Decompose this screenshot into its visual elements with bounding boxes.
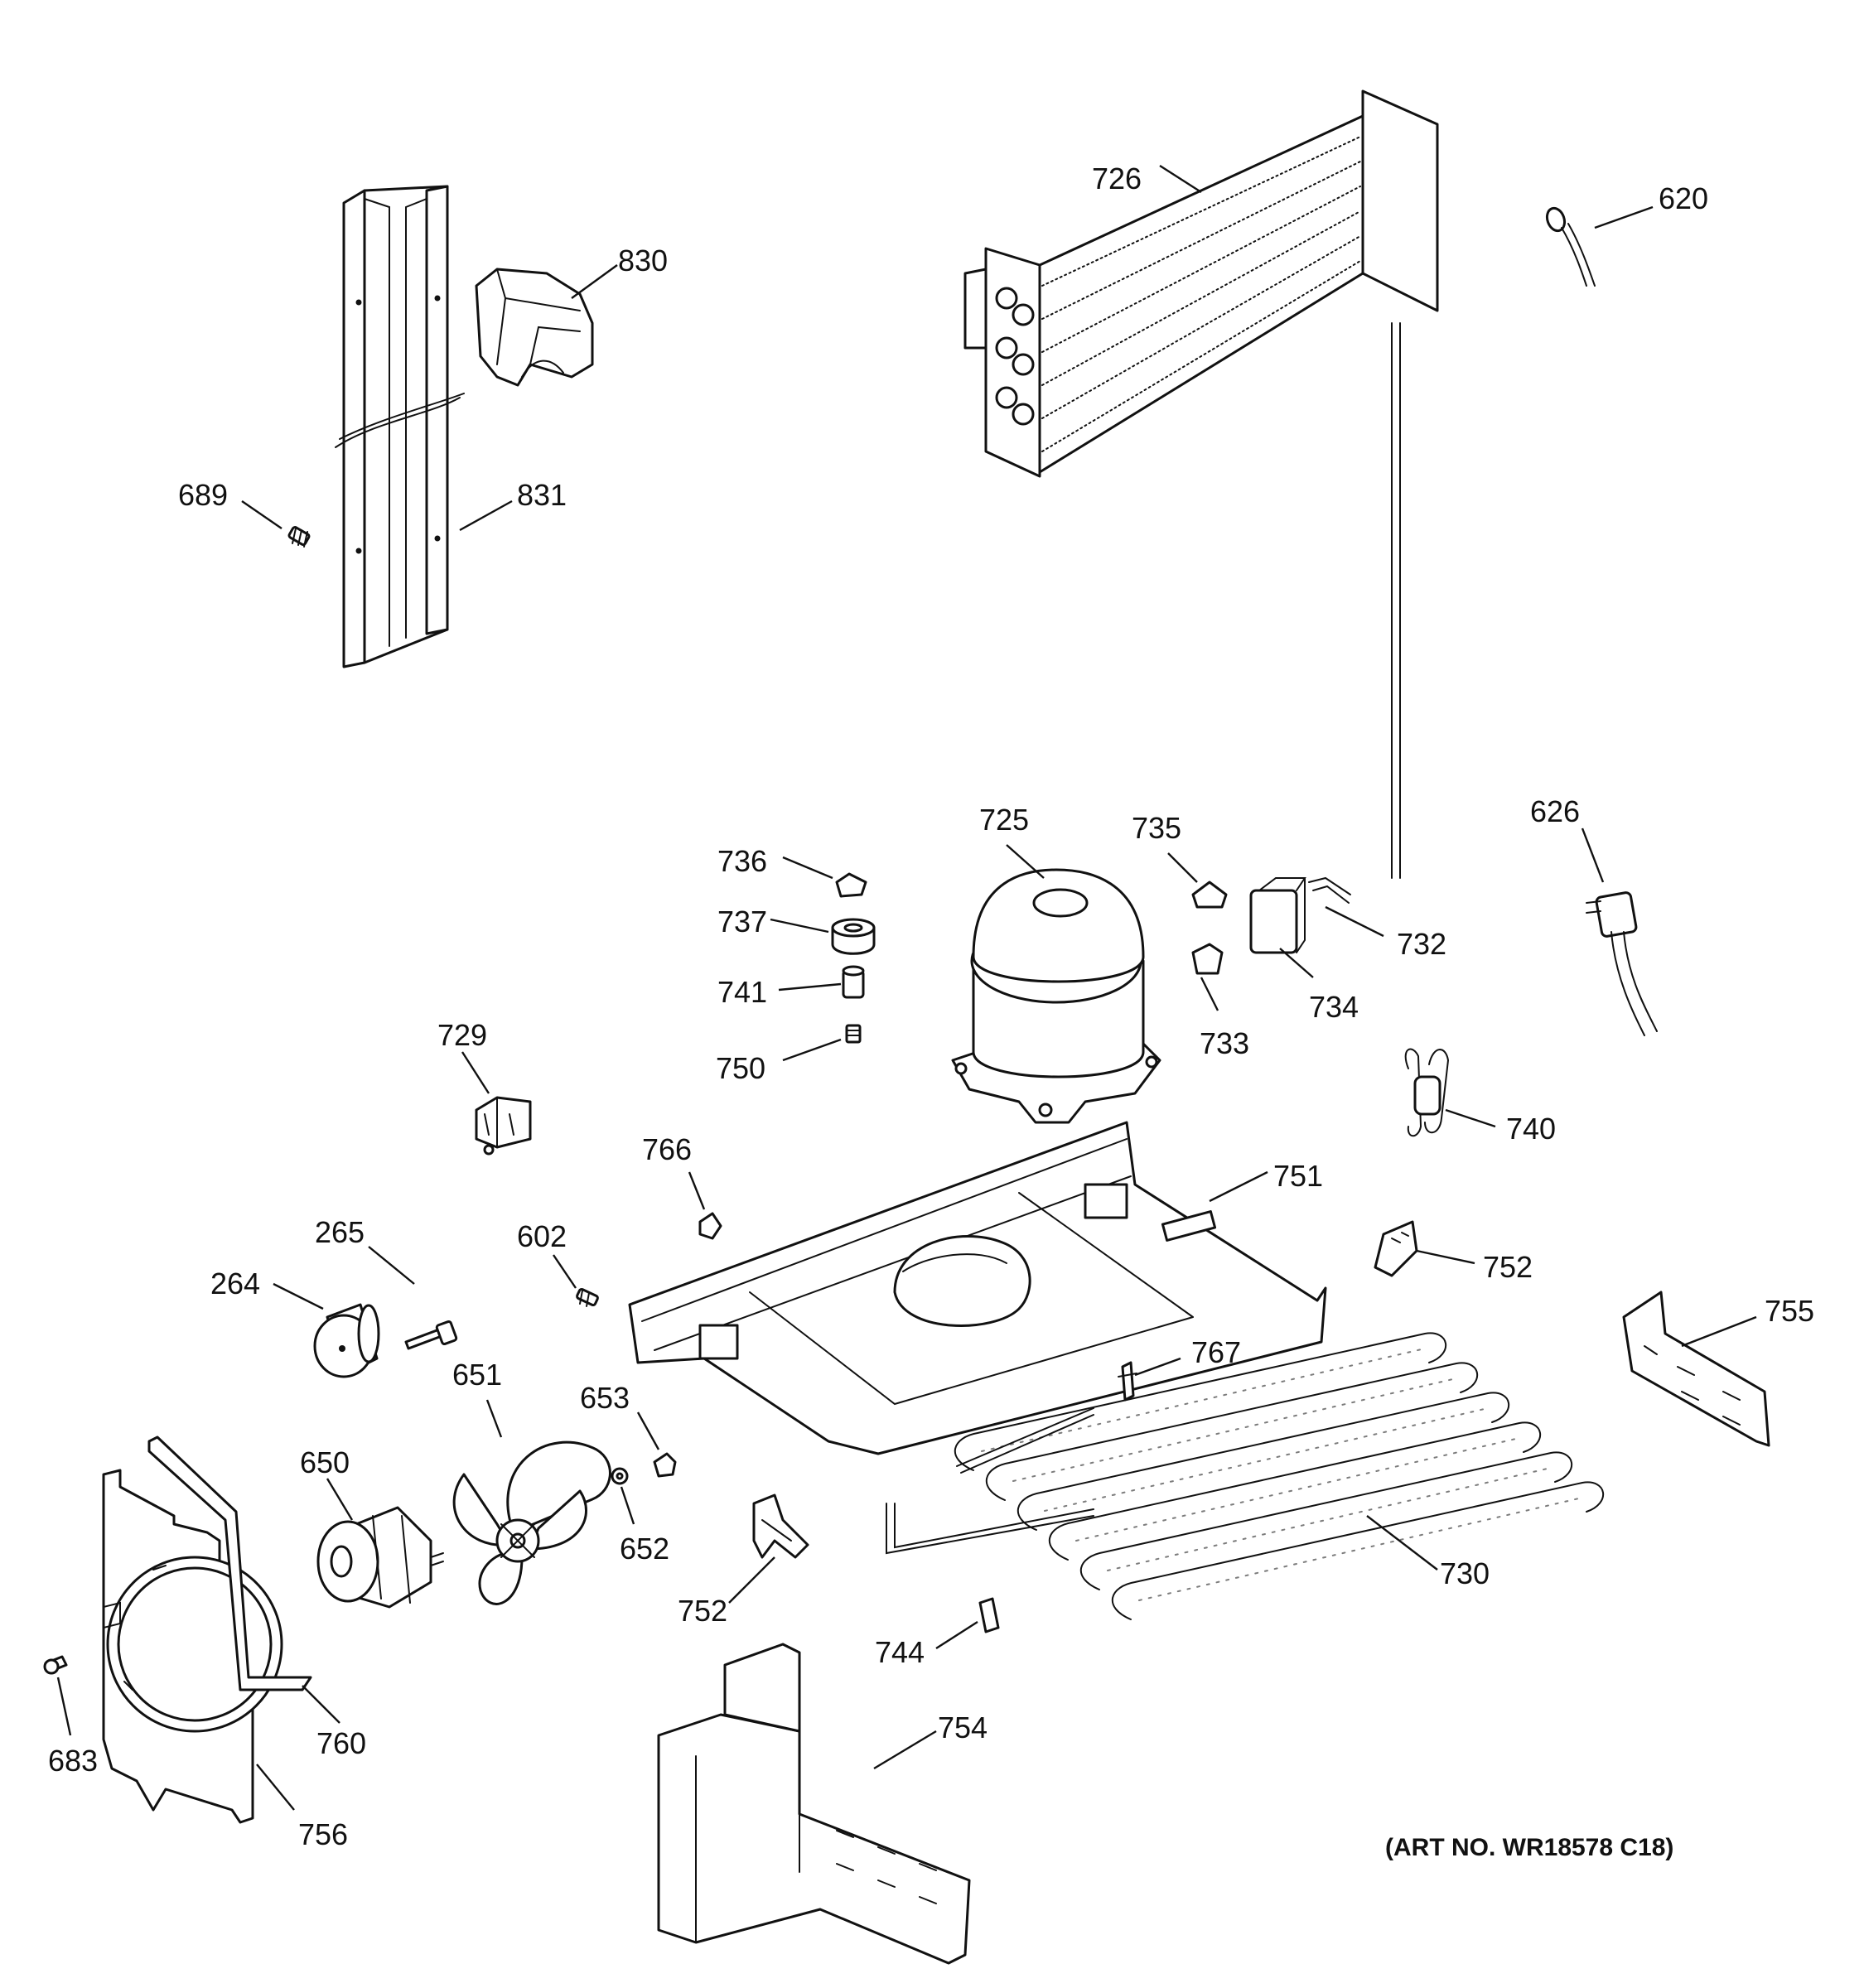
part-label-265: 265 — [315, 1215, 365, 1249]
part-label-725: 725 — [979, 803, 1029, 837]
bolt-265-drawing — [404, 1320, 458, 1350]
part-label-752-right: 752 — [1483, 1250, 1533, 1284]
relay-overload-drawing — [1191, 876, 1351, 975]
part-label-651: 651 — [452, 1358, 502, 1392]
part-label-650: 650 — [300, 1445, 350, 1479]
part-label-750: 750 — [716, 1051, 765, 1085]
screw-683-drawing — [43, 1655, 68, 1675]
part-label-741: 741 — [717, 975, 767, 1009]
bracket-752-right-drawing — [1374, 1220, 1418, 1277]
evaporator-drawing — [963, 89, 1439, 879]
base-plate-751-drawing — [628, 1121, 1327, 1455]
part-label-755: 755 — [1765, 1294, 1814, 1328]
part-label-744: 744 — [875, 1635, 925, 1669]
part-label-751: 751 — [1273, 1159, 1323, 1193]
mounting-grommet-set-drawing — [831, 872, 876, 1044]
clip-744-drawing — [978, 1597, 1000, 1633]
clip-766-drawing — [698, 1212, 722, 1240]
part-label-754: 754 — [938, 1711, 988, 1744]
screw-689-drawing — [287, 526, 311, 548]
fan-blade-651-drawing — [452, 1440, 611, 1605]
art-number: (ART NO. WR18578 C18) — [1385, 1834, 1673, 1861]
bracket-755-drawing — [1622, 1291, 1770, 1447]
part-label-726: 726 — [1092, 162, 1142, 195]
part-label-730: 730 — [1440, 1556, 1490, 1590]
fan-motor-650-drawing — [316, 1506, 444, 1609]
condenser-coil-730-drawing — [886, 1332, 1604, 1620]
power-cord-626-drawing — [1586, 891, 1658, 1036]
part-label-736: 736 — [717, 844, 767, 878]
mullion-channel-drawing — [335, 185, 465, 668]
part-label-734: 734 — [1309, 990, 1359, 1024]
part-label-766: 766 — [642, 1132, 692, 1166]
part-labels: 726 620 830 689 831 725 735 626 736 737 … — [48, 162, 1814, 1851]
wire-connector-620-drawing — [1545, 206, 1596, 287]
part-label-264: 264 — [210, 1267, 260, 1300]
gasket-strip-760-drawing — [147, 1436, 312, 1691]
fan-shroud-756-drawing — [102, 1469, 283, 1824]
part-label-735: 735 — [1132, 811, 1181, 845]
leader-lines — [56, 164, 1757, 1811]
part-label-653: 653 — [580, 1381, 630, 1415]
part-label-752-center: 752 — [678, 1594, 727, 1628]
duct-754-drawing — [657, 1643, 971, 1965]
part-label-831: 831 — [517, 478, 567, 512]
part-label-683: 683 — [48, 1744, 98, 1778]
compressor-drawing — [951, 868, 1161, 1124]
part-label-733: 733 — [1200, 1026, 1249, 1060]
screw-602-drawing — [576, 1287, 599, 1307]
drain-clip-740-drawing — [1404, 1048, 1450, 1137]
part-label-602: 602 — [517, 1219, 567, 1253]
nut-washer-drawing — [611, 1452, 677, 1485]
part-label-732: 732 — [1397, 927, 1446, 961]
part-label-737: 737 — [717, 905, 767, 939]
part-label-689: 689 — [178, 478, 228, 512]
part-label-767: 767 — [1191, 1335, 1241, 1369]
part-label-729: 729 — [437, 1018, 487, 1052]
part-label-830: 830 — [618, 244, 668, 277]
part-label-652: 652 — [620, 1532, 669, 1566]
spacer-264-drawing — [313, 1303, 380, 1378]
part-label-620: 620 — [1659, 181, 1708, 215]
part-label-626: 626 — [1530, 794, 1580, 828]
clip-767-drawing — [1118, 1361, 1137, 1402]
part-label-760: 760 — [316, 1726, 366, 1760]
bracket-752-center-drawing — [752, 1493, 809, 1559]
part-label-756: 756 — [298, 1817, 348, 1851]
capacitor-729-drawing — [475, 1096, 532, 1156]
foam-block-drawing — [475, 268, 594, 387]
part-label-740: 740 — [1506, 1112, 1556, 1146]
